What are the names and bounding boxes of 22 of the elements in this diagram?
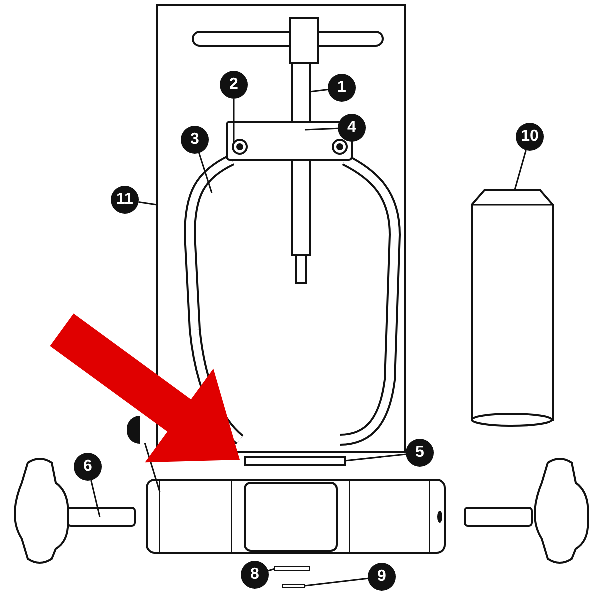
callout-number: 6 [74,453,102,481]
leader-line [304,128,338,131]
leader-line [514,150,527,190]
leader-line [233,99,235,142]
callout-number: 5 [406,439,434,467]
callout-number: 8 [241,561,269,589]
callout-number: 10 [516,123,544,151]
leader-line [310,88,328,93]
washer-drawing [244,456,346,466]
sleeve-drawing [470,188,556,430]
leader-line [304,578,368,587]
leader-line [344,454,406,462]
callout-number: 9 [368,563,396,591]
pin-drawing [274,566,311,572]
leader-line [268,568,276,572]
highlight-arrow [50,314,240,463]
block-drawing [146,479,446,554]
leader-line [198,153,213,194]
callout-number: 11 [111,186,139,214]
leader-line [138,201,158,206]
pin-drawing [282,584,306,589]
leader-line [90,480,101,518]
